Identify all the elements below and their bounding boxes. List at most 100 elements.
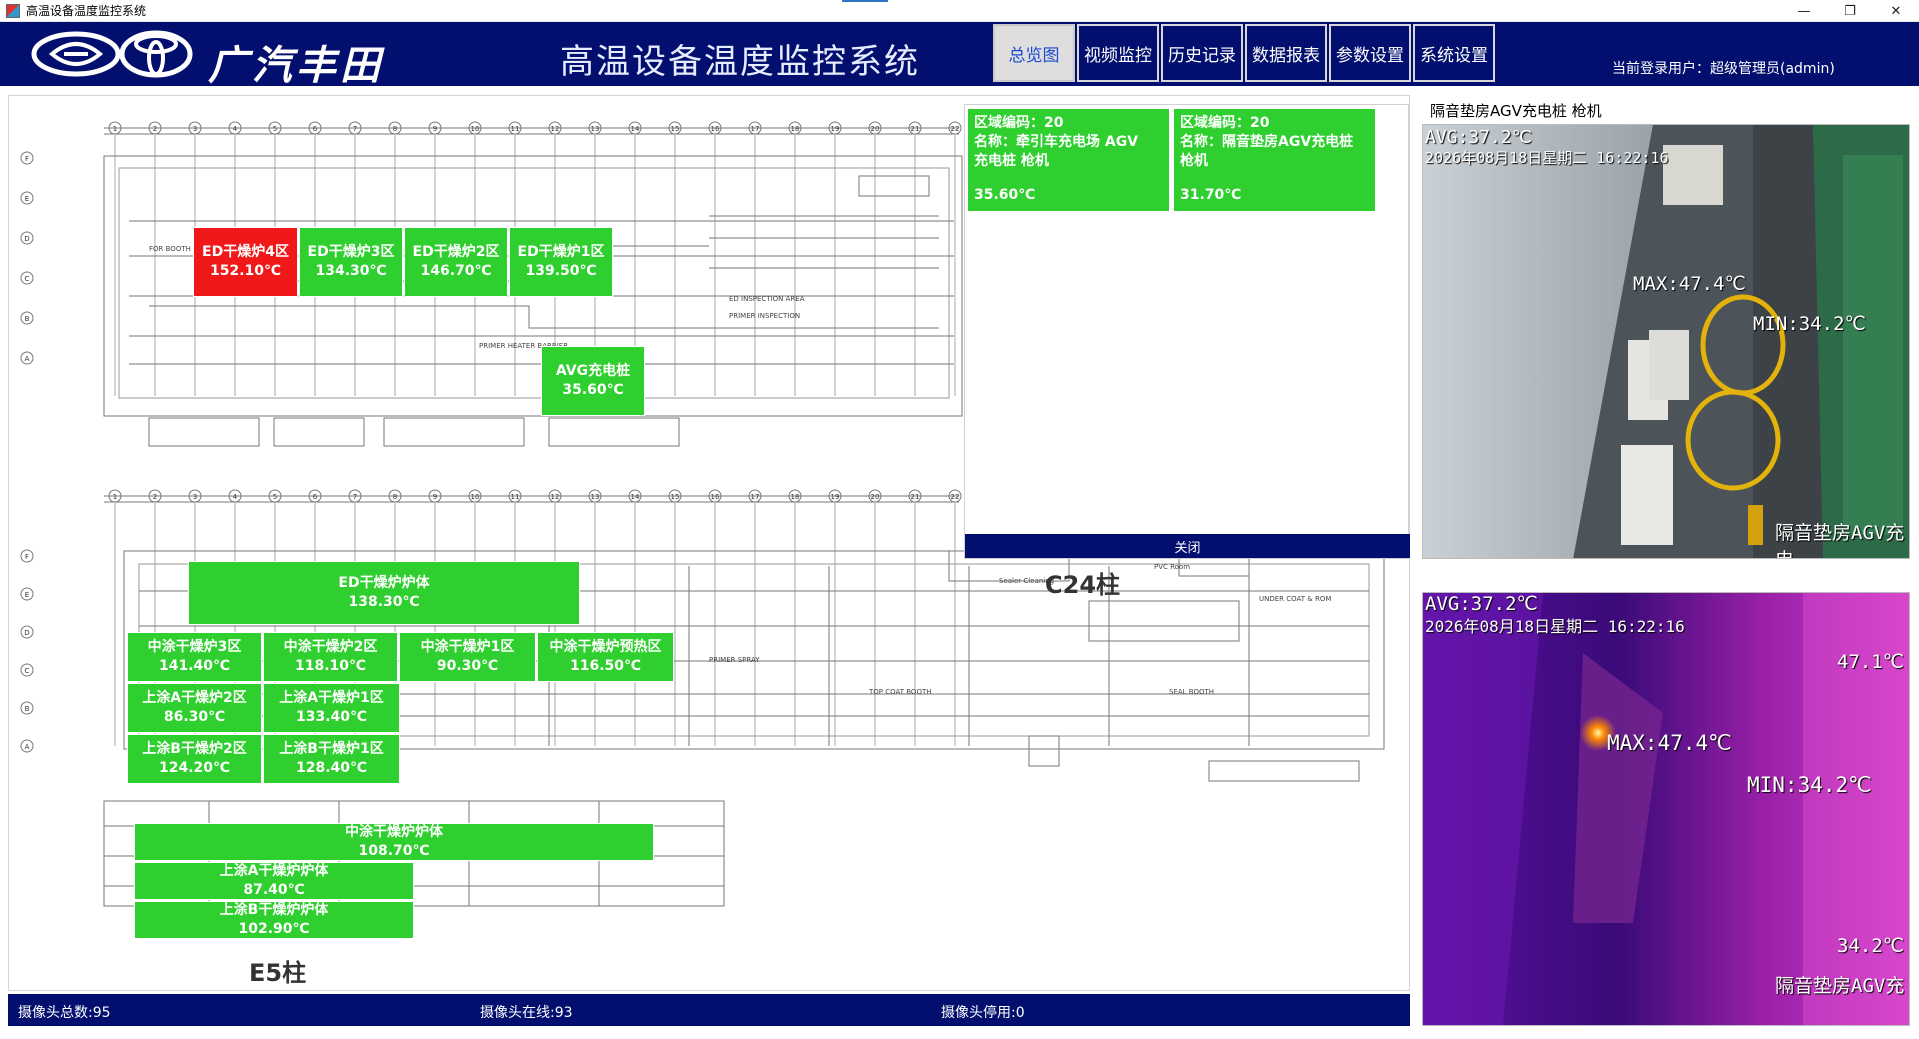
camera-scene [1423, 125, 1909, 558]
axis-marker [20, 351, 34, 365]
camera-osd-min: MIN:34.2℃ [1753, 313, 1866, 335]
zone-name: ED干燥炉4区 [202, 244, 289, 260]
close-window-button[interactable]: ✕ [1890, 3, 1902, 19]
zone-mid-oven-2[interactable]: 中涂干燥炉2区 118.10℃ [263, 632, 398, 682]
svg-text:ED INSPECTION AREA: ED INSPECTION AREA [729, 295, 805, 303]
zone-ed-oven-2[interactable]: ED干燥炉2区 146.70℃ [404, 227, 508, 297]
axis-label: 1 [113, 125, 117, 133]
axis-label: E [25, 195, 29, 203]
brand-name: 广汽丰田 [208, 43, 384, 89]
camera-osd-avg: AVG:37.2℃ [1425, 127, 1532, 148]
axis-marker [20, 587, 34, 601]
zone-temp: 124.20℃ [159, 760, 230, 776]
maximize-button[interactable]: ❐ [1844, 3, 1856, 19]
thermal-scale-max: 47.1℃ [1837, 651, 1905, 673]
pillar-e5-label: E5柱 [249, 959, 306, 987]
titlebar-accent [842, 0, 888, 2]
axis-label: 22 [951, 125, 960, 133]
camera-osd-max: MAX:47.4℃ [1633, 273, 1746, 295]
svg-text:TOP COAT BOOTH: TOP COAT BOOTH [868, 688, 932, 696]
zone-name: 中涂干燥炉炉体 [345, 824, 443, 840]
axis-label: 2 [153, 125, 157, 133]
thermal-osd-datetime: 2026年08月18日星期二 16:22:16 [1425, 617, 1685, 636]
axis-label: D [24, 629, 29, 637]
thermal-osd-max: MAX:47.4℃ [1607, 731, 1732, 755]
axis-label: 4 [233, 493, 238, 501]
camera-online: 摄像头在线:93 [480, 1005, 573, 1021]
axis-label: 1 [113, 493, 117, 501]
zone-name: 上涂B干燥炉1区 [279, 741, 384, 757]
toyota-emblem-icon [119, 30, 193, 78]
main-nav: 总览图 视频监控 历史记录 数据报表 参数设置 系统设置 [993, 24, 1495, 82]
zone-name: 上涂B干燥炉2区 [142, 741, 247, 757]
minimize-button[interactable]: — [1797, 3, 1811, 19]
axis-label: C [25, 667, 30, 675]
thermal-scene [1423, 593, 1909, 1025]
zone-topcoat-a-2[interactable]: 上涂A干燥炉2区 86.30℃ [127, 683, 262, 733]
zone-temp: 102.90℃ [238, 921, 310, 937]
zone-name: ED干燥炉炉体 [338, 575, 430, 591]
axis-marker [20, 151, 34, 165]
zone-ed-oven-3[interactable]: ED干燥炉3区 134.30℃ [299, 227, 403, 297]
svg-text:PRIMER INSPECTION: PRIMER INSPECTION [729, 312, 800, 320]
zone-name: 中涂干燥炉2区 [283, 639, 378, 655]
zone-agv-charger[interactable]: AVG充电桩 35.60℃ [541, 346, 645, 416]
zone-temp: 138.30℃ [348, 594, 420, 610]
nav-system-settings[interactable]: 系统设置 [1413, 24, 1495, 82]
nav-history[interactable]: 历史记录 [1161, 24, 1243, 82]
axis-label: 7 [353, 493, 357, 501]
axis-label: 22 [951, 493, 960, 501]
thermal-osd-avg: AVG:37.2℃ [1425, 593, 1538, 615]
zone-topcoat-a-body[interactable]: 上涂A干燥炉炉体 87.40℃ [134, 862, 414, 900]
nav-video-monitor[interactable]: 视频监控 [1077, 24, 1159, 82]
axis-label: 5 [273, 125, 277, 133]
card-code: 区域编码：20 [974, 115, 1064, 131]
camera-card-2[interactable]: 区域编码：20 名称：隔音垫房AGV充电桩 枪机 31.70℃ [1174, 109, 1375, 211]
zone-temp: 87.40℃ [243, 882, 305, 898]
app-header: 广汽丰田 高温设备温度监控系统 总览图 视频监控 历史记录 数据报表 参数设置 … [0, 22, 1919, 89]
zone-temp: 139.50℃ [525, 263, 597, 279]
zone-name: ED干燥炉2区 [412, 244, 500, 260]
axis-label: 17 [751, 493, 760, 501]
zone-topcoat-a-1[interactable]: 上涂A干燥炉1区 133.40℃ [263, 683, 400, 733]
zone-topcoat-b-1[interactable]: 上涂B干燥炉1区 128.40℃ [263, 734, 400, 784]
thermal-osd-min: MIN:34.2℃ [1747, 773, 1872, 797]
zone-mid-oven-1[interactable]: 中涂干燥炉1区 90.30℃ [399, 632, 536, 682]
system-title: 高温设备温度监控系统 [560, 42, 920, 82]
nav-reports[interactable]: 数据报表 [1245, 24, 1327, 82]
popup-close-button[interactable]: 关闭 [965, 534, 1410, 558]
axis-label: 15 [671, 493, 680, 501]
camera-video[interactable]: AVG:37.2℃ 2026年08月18日星期二 16:22:16 MAX:47… [1422, 124, 1910, 559]
zone-ed-oven-body[interactable]: ED干燥炉炉体 138.30℃ [188, 561, 580, 625]
nav-overview[interactable]: 总览图 [993, 24, 1075, 82]
camera-total: 摄像头总数:95 [18, 1005, 111, 1021]
window-controls: — ❐ ✕ [1781, 0, 1919, 22]
window-title: 高温设备温度监控系统 [26, 4, 147, 18]
zone-mid-oven-3[interactable]: 中涂干燥炉3区 141.40℃ [127, 632, 262, 682]
axis-label: 10 [471, 493, 480, 501]
thermal-video[interactable]: AVG:37.2℃ 2026年08月18日星期二 16:22:16 47.1℃ … [1422, 592, 1910, 1026]
nav-parameters[interactable]: 参数设置 [1329, 24, 1411, 82]
zone-temp: 86.30℃ [163, 709, 226, 725]
zone-temp: 146.70℃ [420, 263, 492, 279]
zone-ed-oven-1[interactable]: ED干燥炉1区 139.50℃ [509, 227, 613, 297]
card-name-cont: 充电桩 枪机 [974, 153, 1049, 169]
zone-mid-oven-preheat[interactable]: 中涂干燥炉预热区 116.50℃ [537, 632, 674, 682]
zone-name: ED干燥炉3区 [307, 244, 395, 260]
card-code: 区域编码：20 [1180, 115, 1270, 131]
axis-label: 19 [831, 125, 840, 133]
zone-topcoat-b-body[interactable]: 上涂B干燥炉炉体 102.90℃ [134, 901, 414, 939]
app-icon [6, 3, 20, 18]
camera-card-1[interactable]: 区域编码：20 名称：牵引车充电场 AGV 充电桩 枪机 35.60℃ [968, 109, 1169, 211]
axis-label: F [25, 155, 29, 163]
axis-label: 13 [591, 493, 600, 501]
axis-label: 11 [511, 125, 520, 133]
svg-text:PRIMER HEATER BARRIER: PRIMER HEATER BARRIER [479, 342, 568, 350]
axis-label: 10 [471, 125, 480, 133]
axis-label: 17 [751, 125, 760, 133]
axis-marker [20, 739, 34, 753]
axis-label: B [25, 705, 30, 713]
zone-ed-oven-4[interactable]: ED干燥炉4区 152.10℃ [193, 227, 298, 297]
zone-mid-oven-body[interactable]: 中涂干燥炉炉体 108.70℃ [134, 823, 654, 861]
zone-topcoat-b-2[interactable]: 上涂B干燥炉2区 124.20℃ [127, 734, 262, 784]
